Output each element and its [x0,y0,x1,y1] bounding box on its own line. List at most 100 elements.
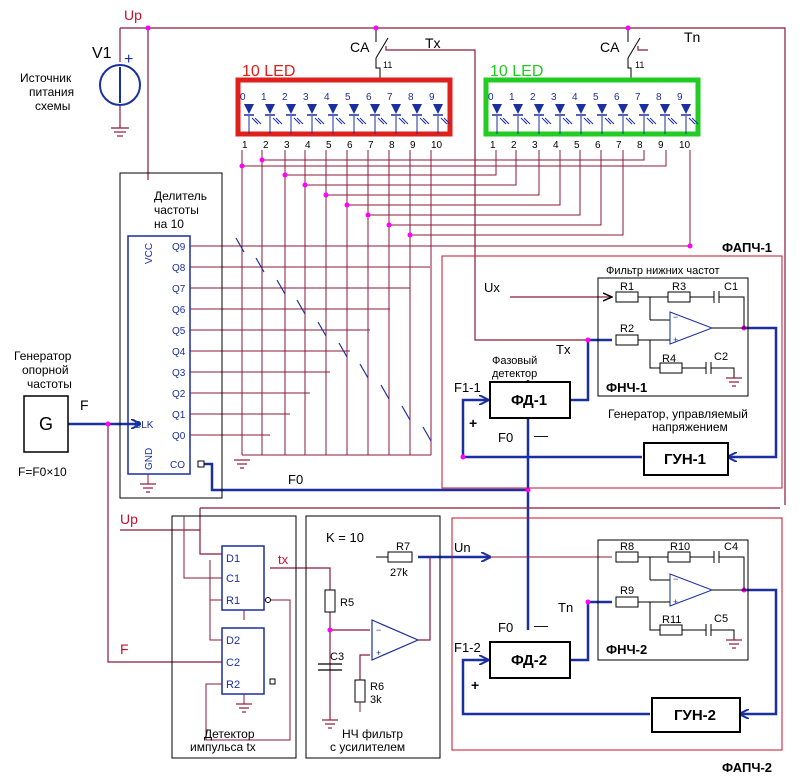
led-bar-title: 10 LED [490,63,543,80]
pll2-vco: ГУН-2 [674,707,716,724]
up-label: Up [124,7,142,23]
led-icon [639,104,649,114]
pll1-vco-desc-1: Генератор, управляемый [608,407,748,421]
led-top-pin: 4 [324,92,330,103]
pll2-r8: R8 [620,541,634,553]
led-bottom-pin: 10 [679,140,691,151]
pll1-fd: ФД-1 [511,392,547,409]
switch-pin-2: 11 [635,60,644,70]
switch-ca-1: CA [350,39,370,55]
led-icon [328,104,338,114]
led-bottom-pin: 8 [637,140,643,151]
divider-title-1: Делитель [154,189,207,203]
divider-vcc: VCC [144,243,155,264]
led-top-pin: 2 [530,92,536,103]
led-icon [307,104,317,114]
gen-title-3: частоты [27,377,72,391]
pll1-title: ФАПЧ-1 [722,240,772,255]
pll2-r11: R11 [662,614,681,626]
led-top-pin: 7 [387,92,393,103]
led-bottom-pin: 8 [389,140,395,151]
led-top-pin: 1 [509,92,515,103]
led-icon [576,104,586,114]
divider-clk: CLK [134,420,154,431]
led-top-pin: 4 [572,92,578,103]
pll2-minus: — [534,617,548,633]
led-icon [597,104,607,114]
svg-text:+: + [673,597,678,607]
source-desc-2: питания [29,85,74,99]
pll2-c5: C5 [714,613,728,625]
led-icon [391,104,401,114]
source-desc-3: схемы [35,99,70,113]
led-icon [265,104,275,114]
pll1-minus: — [534,427,548,443]
led-icon [660,104,670,114]
lpf-caption-2: с усилителем [330,740,405,754]
led-bottom-pin: 9 [658,140,664,151]
pd-r1: R1 [226,595,240,607]
led-icon [618,104,628,114]
lpf-r7: R7 [396,541,410,553]
lpf-amplifier: K = 10 R7 27k R5 C3 R6 3k − + НЧ фильтр … [305,515,441,759]
pll-1: ФАПЧ-1 Ux Фильтр нижних частот − + R1 R3… [441,240,783,489]
pll2-plus: + [471,677,479,693]
led-top-pin: 6 [366,92,372,103]
pd-tx: tx [278,552,289,567]
lpf-k: K = 10 [326,530,364,545]
divider-gnd: GND [144,448,155,470]
led-icon [286,104,296,114]
pll2-r9: R9 [620,585,634,597]
pll1-r4: R4 [662,353,676,365]
divider-title-3: на 10 [154,217,184,231]
led-bottom-pin: 6 [595,140,601,151]
led-top-pin: 3 [551,92,557,103]
pll1-f1: F1-1 [454,380,481,395]
pll2-tn: Tn [558,600,573,615]
led-bottom-pin: 5 [326,140,332,151]
led-bottom-pin: 3 [532,140,538,151]
switches: CA Tx 11 CA Tn 11 [350,29,700,70]
divider-output-label: Q0 [172,431,186,442]
led-top-pin: 8 [656,92,662,103]
pll2-f0: F0 [498,620,513,635]
switch-pin-1: 11 [383,60,392,70]
led-top-pin: 6 [614,92,620,103]
pd-caption-1: Детектор [204,727,255,741]
pd-f: F [120,641,129,657]
lpf-caption-1: НЧ фильтр [342,727,403,741]
ground-icon [111,127,129,137]
led-icon [244,104,254,114]
svg-text:+: + [376,648,381,658]
switch-tn: Tn [684,29,700,45]
led-bottom-pin: 7 [616,140,622,151]
source-name: V1 [92,45,112,62]
lpf-r5: R5 [340,597,354,609]
pd-up: Up [120,511,138,527]
source-desc-1: Источник [20,71,72,85]
divider-output-label: Q4 [172,347,186,358]
svg-text:−: − [673,574,678,584]
led-top-pin: 0 [488,92,494,103]
lpf-r7v: 27k [390,567,408,579]
led-icon [513,104,523,114]
pll2-un: Un [454,540,471,555]
gen-f-label: F [80,397,89,413]
divider-output-label: Q8 [172,263,186,274]
svg-text:+: + [673,335,678,345]
source-plus: + [124,51,133,68]
led-bottom-pin: 10 [431,140,443,151]
divider-output-label: Q9 [172,242,186,253]
led-bottom-pin: 2 [263,140,269,151]
frequency-divider: Делитель частоты на 10 VCC GND CLK CO Q9… [119,172,250,499]
pd-c2: C2 [226,657,240,669]
pll1-plus: + [469,415,477,431]
pd-r2: R2 [226,679,240,691]
ground-icon [140,483,156,493]
led-icon [492,104,502,114]
led-bottom-pin: 2 [511,140,517,151]
led-icon [349,104,359,114]
divider-output-label: Q5 [172,326,186,337]
pll2-c4: C4 [724,541,738,553]
